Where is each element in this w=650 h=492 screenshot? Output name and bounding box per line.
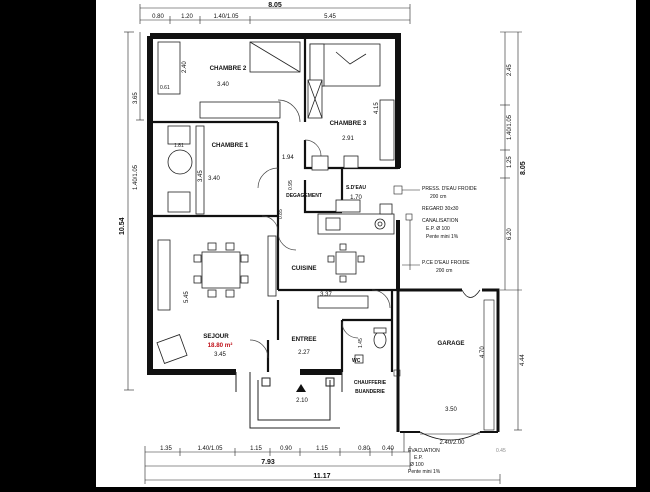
evacuation-line-2: E.P. (414, 455, 423, 461)
sejour-dim-2: 5.45 (184, 291, 190, 303)
dim-top-total: 8.05 (268, 2, 282, 9)
evacuation-line-3: Ø 100 (410, 462, 424, 468)
garage-walls (396, 288, 500, 441)
garage-label: GARAGE (437, 340, 464, 347)
dim-bottom-6: 0.80 (358, 446, 370, 452)
utility-markers (393, 185, 420, 452)
degagement-dim-1: 1.94 (282, 155, 294, 161)
chambre2-label: CHAMBRE 2 (210, 65, 247, 72)
chaufferie-label: CHAUFFERIE (354, 380, 387, 386)
dim-bottom-2: 1.40/1.05 (197, 446, 223, 452)
dim-bottom-far: 0.45 (496, 448, 506, 454)
chambre3-dim-2: 4.15 (374, 102, 380, 114)
garage-dim-1: 3.50 (445, 407, 457, 413)
porch-dim: 2.10 (296, 398, 308, 404)
sdeau-dim: 1.70 (350, 195, 362, 201)
chambre2-dim-3: 0.61 (160, 85, 170, 91)
chambre1-dim-3: 1.81 (174, 143, 184, 149)
furniture-chambre1 (167, 125, 205, 215)
furniture-chambre3 (307, 43, 395, 161)
floor-plan-drawing: CHAMBRE 2 3.40 2.40 0.61 CHAMBRE 3 2.91 … (119, 2, 527, 484)
press1-line-1: PRESS. D'EAU FROIDE (422, 186, 478, 192)
chambre1-label: CHAMBRE 1 (212, 142, 249, 149)
dim-right-3: 1.25 (507, 156, 513, 168)
chambre2-dim-2: 2.40 (182, 61, 188, 73)
dim-right-2: 1.40/1.05 (507, 114, 513, 140)
dimension-lines (124, 4, 522, 484)
sejour-dim-1: 3.45 (214, 352, 226, 358)
dim-top-1: 0.80 (152, 14, 164, 20)
dim-bottom-sub: 7.93 (261, 459, 275, 466)
chambre1-dim-1: 3.40 (208, 176, 220, 182)
dim-top-2: 1.20 (181, 14, 193, 20)
canalisation-line-1: CANALISATION (422, 218, 459, 224)
dim-bottom-7: 0.40 (382, 446, 394, 452)
sejour-label: SEJOUR (203, 333, 229, 340)
dim-bottom-4: 0.90 (280, 446, 292, 452)
press2-line-2: 200 cm (436, 268, 452, 274)
canalisation-line-2: E.P. Ø 100 (426, 226, 450, 232)
dim-top-3: 1.40/1.05 (213, 14, 239, 20)
garage-door-dim: 2.40/2.00 (439, 440, 465, 446)
chambre2-dim-1: 3.40 (217, 82, 229, 88)
furniture-sejour (156, 235, 277, 364)
dim-right-4: 6.20 (507, 228, 513, 240)
dim-bottom-3: 1.15 (250, 446, 262, 452)
entrance-arrow-icon (296, 384, 306, 392)
entree-dim-1: 2.27 (298, 350, 310, 356)
chambre1-dim-2: 3.45 (198, 170, 204, 182)
canalisation-line-3: Pente mini 1% (426, 234, 459, 240)
evacuation-line-1: EVACUATION (408, 448, 440, 454)
dim-top-4: 5.45 (324, 14, 336, 20)
dim-bottom-total: 11.17 (313, 473, 330, 480)
degagement-dim-2: 0.95 (288, 180, 294, 190)
entree-label: ENTREE (291, 336, 316, 343)
entree-dim-2: 1.45 (358, 338, 364, 348)
dim-left-total: 10.54 (119, 217, 126, 235)
dim-right-far: 4.44 (520, 354, 526, 366)
sdeau-label: S.D'EAU (346, 185, 366, 191)
cuisine-label: CUISINE (291, 265, 316, 272)
dim-right-1: 2.45 (507, 64, 513, 76)
porch (235, 372, 343, 429)
regard-label: REGARD 30x30 (422, 206, 459, 212)
evacuation-line-4: Pente mini 1% (408, 469, 441, 475)
degagement-dim-3: 0.85 (278, 209, 284, 219)
dim-right-total: 8.05 (520, 161, 527, 175)
outer-walls (147, 33, 401, 375)
furniture-sdeau (311, 155, 393, 364)
chambre3-label: CHAMBRE 3 (330, 120, 367, 127)
interior-walls (150, 36, 398, 372)
cuisine-dim: 3.37 (320, 292, 332, 298)
furniture-cuisine (317, 213, 395, 309)
dim-bottom-1: 1.35 (160, 446, 172, 452)
garage-dim-2: 4.70 (480, 346, 486, 358)
dim-left-2: 1.40/1.05 (133, 164, 139, 190)
chambre3-dim-1: 2.91 (342, 136, 354, 142)
press1-line-2: 200 cm (430, 194, 446, 200)
dim-left-1: 3.65 (133, 92, 139, 104)
degagement-label: DEGAGEMENT (286, 193, 322, 199)
furniture-chambre2 (157, 41, 301, 119)
sejour-area: 18.80 m² (208, 342, 233, 349)
wc-label: WC (352, 358, 361, 364)
press2-line-1: P.CE D'EAU FROIDE (422, 260, 470, 266)
dim-bottom-5: 1.15 (316, 446, 328, 452)
door-swings (249, 99, 391, 359)
floor-plan: CHAMBRE 2 3.40 2.40 0.61 CHAMBRE 3 2.91 … (96, 0, 636, 487)
buanderie-label: BUANDERIE (355, 389, 385, 395)
